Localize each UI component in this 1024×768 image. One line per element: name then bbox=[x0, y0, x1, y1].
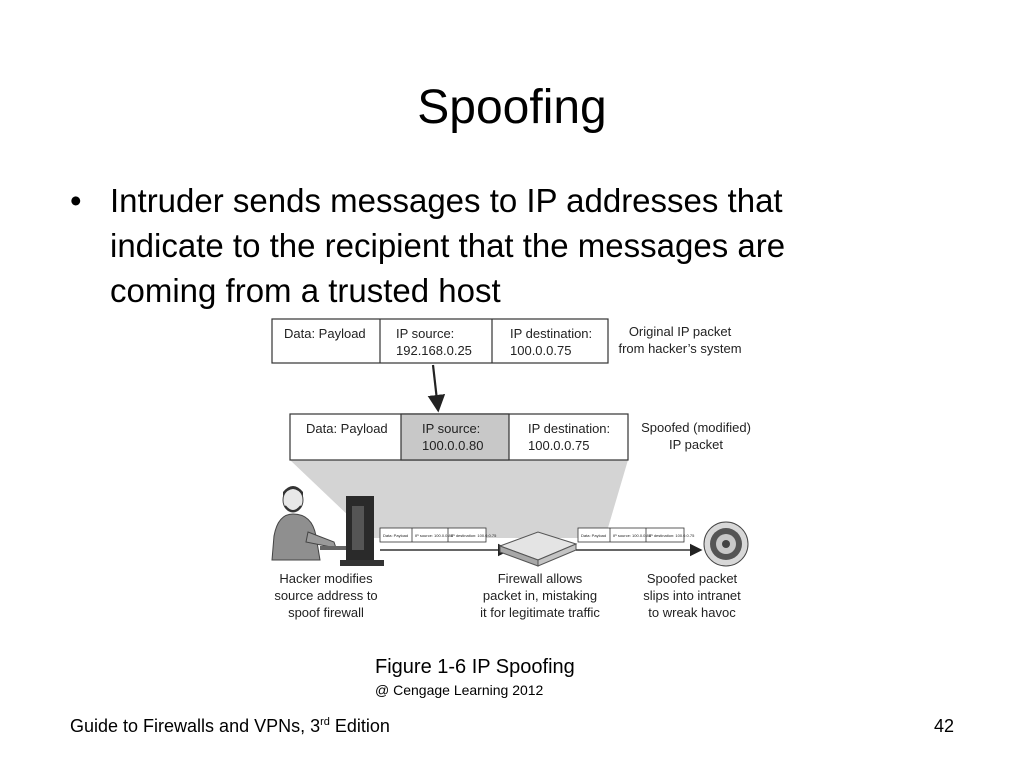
bullet-text: Intruder sends messages to IP addresses … bbox=[110, 182, 786, 309]
original-packet: Data: Payload IP source: 192.168.0.25 IP… bbox=[271, 318, 609, 364]
target-caption-1: Spoofed packet bbox=[647, 571, 738, 586]
spoofed-packet-note-1: Spoofed (modified) bbox=[641, 420, 751, 435]
page-number: 42 bbox=[933, 716, 954, 736]
footer-book-title: Guide to Firewalls and VPNs, 3rd Edition bbox=[70, 716, 390, 737]
original-packet-note-2: from hacker’s system bbox=[618, 341, 741, 356]
mini-left-payload: Data: Payload bbox=[383, 533, 408, 538]
firewall-caption-1: Firewall allows bbox=[498, 571, 583, 586]
mini-left-source: IP source: 100.0.0.80 bbox=[415, 533, 454, 538]
figure-credit: @ Cengage Learning 2012 bbox=[375, 682, 544, 698]
bullet-item: • Intruder sends messages to IP addresse… bbox=[70, 178, 890, 313]
spoofed-source-label: IP source: bbox=[422, 421, 480, 436]
ip-spoofing-diagram: Data: Payload IP source: 192.168.0.25 IP… bbox=[271, 318, 751, 620]
hacker-caption-3: spoof firewall bbox=[288, 605, 364, 620]
bullet-marker: • bbox=[70, 182, 82, 219]
spoofed-dest-value: 100.0.0.75 bbox=[528, 438, 589, 453]
packet-zoom-cone bbox=[290, 460, 628, 538]
spoofed-payload: Data: Payload bbox=[306, 421, 388, 436]
footer-book-sup: rd bbox=[320, 716, 330, 728]
slide-title: Spoofing bbox=[417, 81, 607, 134]
original-dest-label: IP destination: bbox=[510, 326, 592, 341]
mini-right-source: IP source: 100.0.0.80 bbox=[613, 533, 652, 538]
hacker-icon bbox=[271, 486, 384, 566]
mini-packet-right: Data: Payload IP source: 100.0.0.80 IP d… bbox=[577, 527, 695, 543]
firewall-caption-3: it for legitimate traffic bbox=[480, 605, 600, 620]
figure-caption: Figure 1-6 IP Spoofing bbox=[375, 656, 575, 678]
footer-book-prefix: Guide to Firewalls and VPNs, 3 bbox=[70, 716, 321, 736]
footer-book-suffix: Edition bbox=[329, 716, 390, 736]
original-packet-note-1: Original IP packet bbox=[629, 324, 732, 339]
hacker-caption-2: source address to bbox=[274, 588, 377, 603]
mini-left-dest: IP destination: 100.0.0.75 bbox=[451, 533, 497, 538]
original-source-value: 192.168.0.25 bbox=[396, 343, 472, 358]
target-caption-3: to wreak havoc bbox=[648, 605, 736, 620]
original-source-label: IP source: bbox=[396, 326, 454, 341]
firewall-icon bbox=[498, 531, 578, 567]
target-caption-2: slips into intranet bbox=[643, 588, 741, 603]
firewall-caption-2: packet in, mistaking bbox=[483, 588, 597, 603]
modify-arrow bbox=[427, 364, 446, 413]
spoofed-packet-note-2: IP packet bbox=[669, 437, 723, 452]
hacker-caption-1: Hacker modifies bbox=[279, 571, 373, 586]
target-icon bbox=[703, 521, 749, 567]
spoofed-source-value: 100.0.0.80 bbox=[422, 438, 483, 453]
mini-right-dest: IP destination: 100.0.0.75 bbox=[649, 533, 695, 538]
original-payload: Data: Payload bbox=[284, 326, 366, 341]
spoofed-dest-label: IP destination: bbox=[528, 421, 610, 436]
mini-right-payload: Data: Payload bbox=[581, 533, 606, 538]
mini-packet-left: Data: Payload IP source: 100.0.0.80 IP d… bbox=[379, 527, 497, 543]
spoofed-packet: Data: Payload IP source: 100.0.0.80 IP d… bbox=[289, 413, 629, 461]
original-dest-value: 100.0.0.75 bbox=[510, 343, 571, 358]
